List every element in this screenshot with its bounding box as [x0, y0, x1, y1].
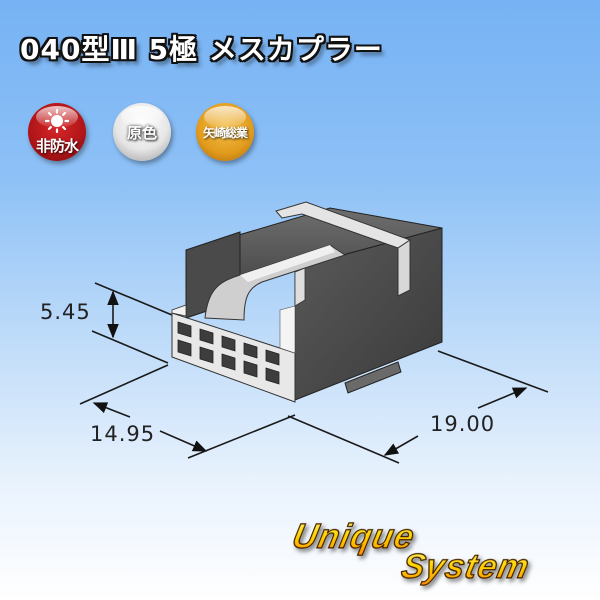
badge-manufacturer: 矢崎総業 [196, 103, 254, 161]
dimension-width-label: 14.95 [90, 422, 156, 446]
sun-icon [45, 109, 69, 133]
badge-label: 非防水 [35, 136, 79, 155]
badge-label: 原色 [126, 123, 157, 142]
dimension-depth-label: 19.00 [430, 412, 496, 436]
badge-non-waterproof: 非防水 [28, 103, 86, 161]
dimension-lines [79, 282, 549, 464]
badge-natural-color: 原色 [113, 103, 171, 161]
dimension-height-label: 5.45 [40, 300, 91, 324]
logo-line-unique: Unique [288, 517, 419, 556]
badge-label: 矢崎総業 [202, 125, 248, 140]
connector-body [171, 201, 443, 403]
logo-line-system: System [397, 547, 534, 586]
product-title: 040型Ⅲ 5極 メスカプラー [20, 33, 383, 66]
connector-cavities [177, 321, 280, 385]
